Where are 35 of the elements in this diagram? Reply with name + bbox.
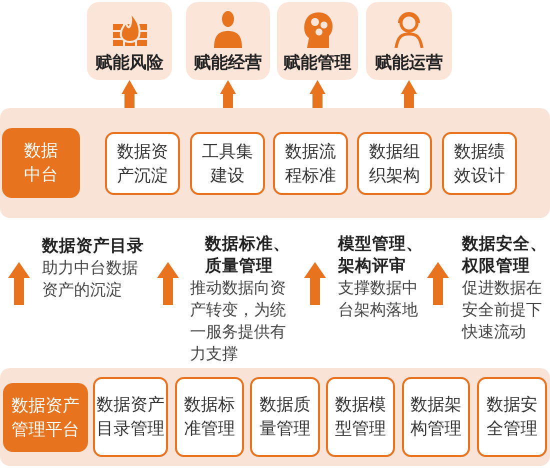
note-heading: 数据资产目录 (42, 236, 145, 257)
arrow (310, 80, 326, 108)
card-title: 赋能运营 (374, 52, 444, 74)
module-box: 数据质量管理 (250, 377, 320, 457)
card-title: 赋能风险 (94, 52, 164, 74)
module-box: 数据流程标准 (273, 132, 348, 195)
arrow (122, 80, 138, 108)
arrow (401, 80, 417, 108)
band-panel (0, 108, 550, 218)
module-box: 数据绩效设计 (442, 132, 517, 195)
feature-card (87, 2, 172, 80)
note-heading: 模型管理、架构评审 (338, 234, 424, 277)
note-heading: 数据标准、质量管理 (205, 234, 291, 277)
platform-label-box: 数据资产管理平台 (3, 383, 88, 452)
note-text: 促进数据在安全前提下快速流动 (462, 278, 543, 343)
module-box: 数据安全管理 (477, 377, 547, 457)
feature-card (366, 2, 452, 80)
module-box: 数据组织架构 (357, 132, 432, 195)
module-box: 数据资产目录管理 (93, 377, 168, 457)
note-text: 支撑数据中台架构落地 (338, 278, 419, 321)
feature-card (277, 2, 358, 80)
platform-label-box: 数据中台 (2, 128, 80, 198)
feature-card (186, 2, 270, 80)
arrow (220, 80, 236, 108)
note-text: 推动数据向资产转变，为统一服务提供有力支撑 (190, 279, 287, 365)
module-box: 数据架构管理 (402, 377, 470, 457)
card-title: 赋能管理 (282, 52, 352, 74)
module-box: 工具集建设 (190, 132, 265, 195)
module-box: 数据模型管理 (326, 377, 395, 457)
module-box: 数据资产沉淀 (105, 132, 180, 195)
note-heading: 数据安全、权限管理 (462, 234, 548, 277)
module-box: 数据标准管理 (175, 377, 244, 457)
note-text: 助力中台数据资产的沉淀 (42, 258, 139, 301)
band-panel (0, 368, 550, 466)
card-title: 赋能经营 (193, 52, 263, 74)
